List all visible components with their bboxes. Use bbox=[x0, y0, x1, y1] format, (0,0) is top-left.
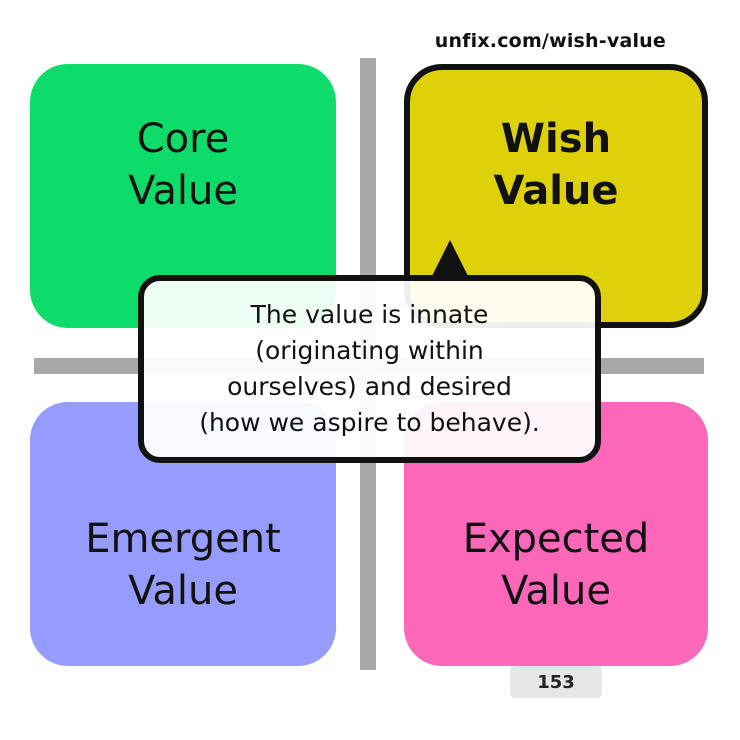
quadrant-core-label: Core Value bbox=[128, 116, 238, 214]
quadrant-expected-label: Expected Value bbox=[462, 516, 650, 614]
page-number-badge: 153 bbox=[510, 666, 602, 698]
callout-text: The value is innate (originating within … bbox=[199, 300, 540, 437]
description-callout: The value is innate (originating within … bbox=[138, 275, 601, 463]
callout-pointer-icon bbox=[432, 240, 468, 276]
quadrant-emergent-label: Emergent Value bbox=[85, 516, 281, 614]
quadrant-wish-label: Wish Value bbox=[493, 116, 619, 214]
source-url: unfix.com/wish-value bbox=[434, 30, 666, 52]
